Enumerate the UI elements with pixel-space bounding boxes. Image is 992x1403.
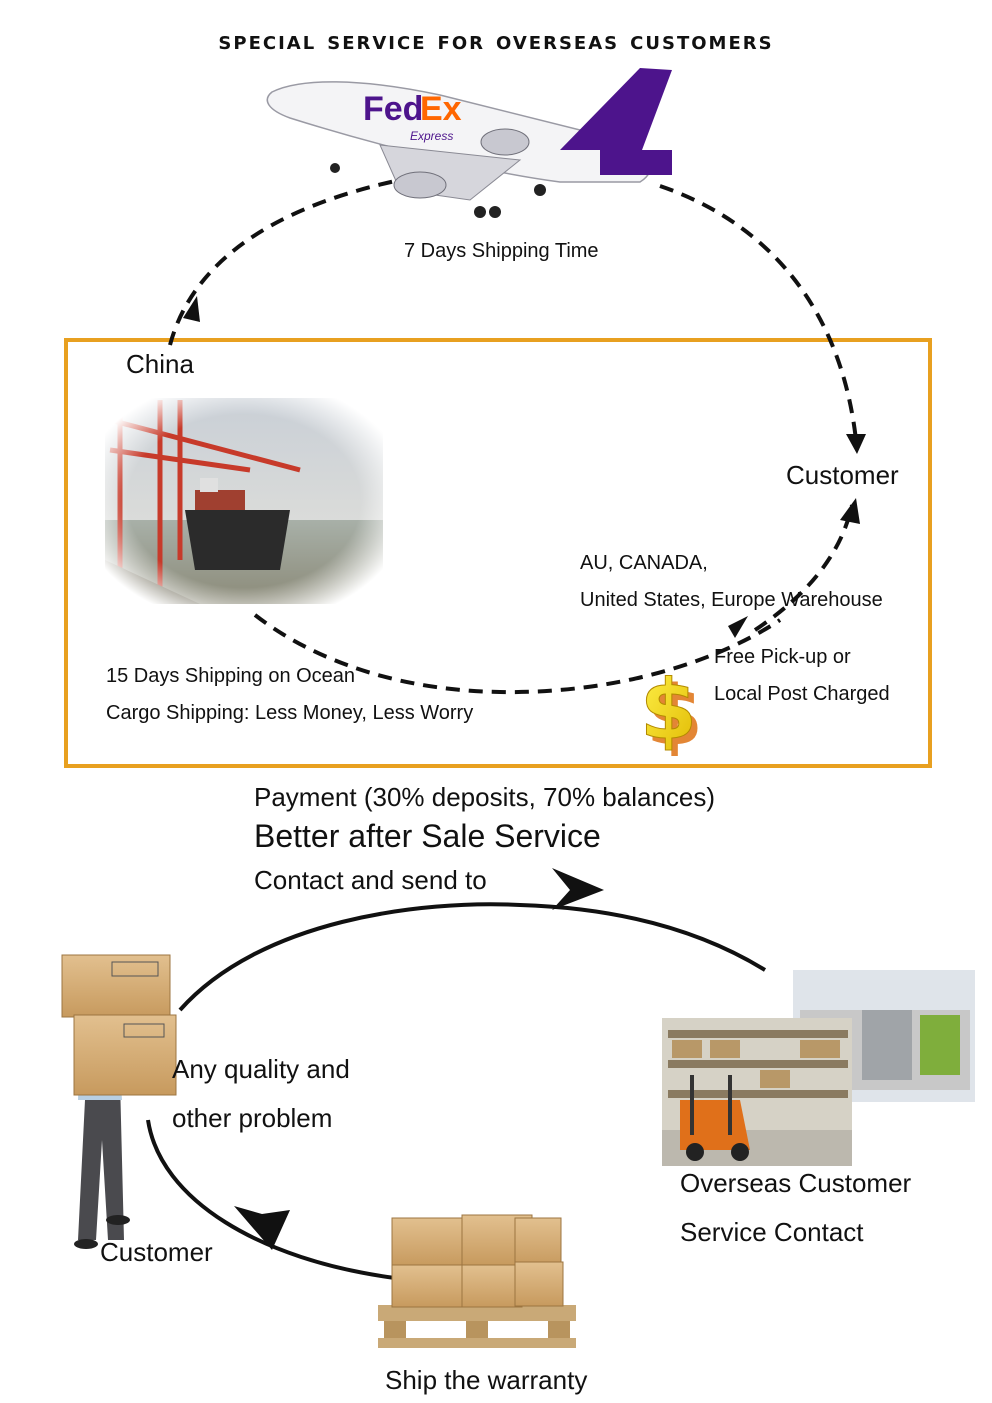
warehouse-line-1: AU, CANADA, [580,552,708,574]
port-photo [105,398,383,604]
pallet-boxes-image [378,1214,576,1348]
pickup-line-2: Local Post Charged [714,683,890,705]
air-shipping-label: 7 Days Shipping Time [404,240,599,262]
overseas-line-2: Service Contact [680,1217,864,1247]
page-title: special service for overseas customers [218,26,774,56]
arrow-down-customer [846,434,866,454]
payment-terms: Payment (30% deposits, 70% balances) [254,782,716,812]
customer-label-bottom: Customer [100,1237,213,1267]
ocean-line-1: 15 Days Shipping on Ocean [106,665,356,687]
arrow-to-warehouse [728,616,748,638]
plane-brand-sub: Express [410,129,453,143]
man-with-boxes-image [61,954,177,1249]
china-label: China [126,349,194,379]
solid-loop-bottom [146,902,767,1280]
customer-label-top: Customer [786,460,899,490]
contact-send-label: Contact and send to [254,865,487,895]
svg-text:$: $ [646,669,703,764]
dashed-loop-top [168,178,858,695]
arrow-up-customer [840,498,860,524]
plane-brand-text: Fed [363,90,423,128]
fedex-plane-image: Fed Ex Express [266,68,672,218]
svg-text:$: $ [640,663,697,758]
ship-warranty-label: Ship the warranty [385,1365,588,1395]
quality-line-2: other problem [172,1103,333,1133]
overseas-line-1: Overseas Customer [680,1168,912,1198]
ocean-line-2: Cargo Shipping: Less Money, Less Worry [106,702,474,724]
warehouse-line-2: United States, Europe Warehouse [580,589,883,611]
arrow-left-customer [234,1206,290,1250]
highlight-frame [64,338,932,768]
warehouse-photo [662,970,975,1166]
arrow-up-china [183,296,200,322]
after-sale-heading: Better after Sale Service [254,818,601,854]
arrow-right-contact [552,868,604,910]
plane-brand-ex: Ex [420,90,462,128]
dollar-sign-image: $ $ [640,663,704,765]
pickup-line-1: Free Pick-up or [714,646,851,668]
quality-line-1: Any quality and [172,1054,350,1084]
